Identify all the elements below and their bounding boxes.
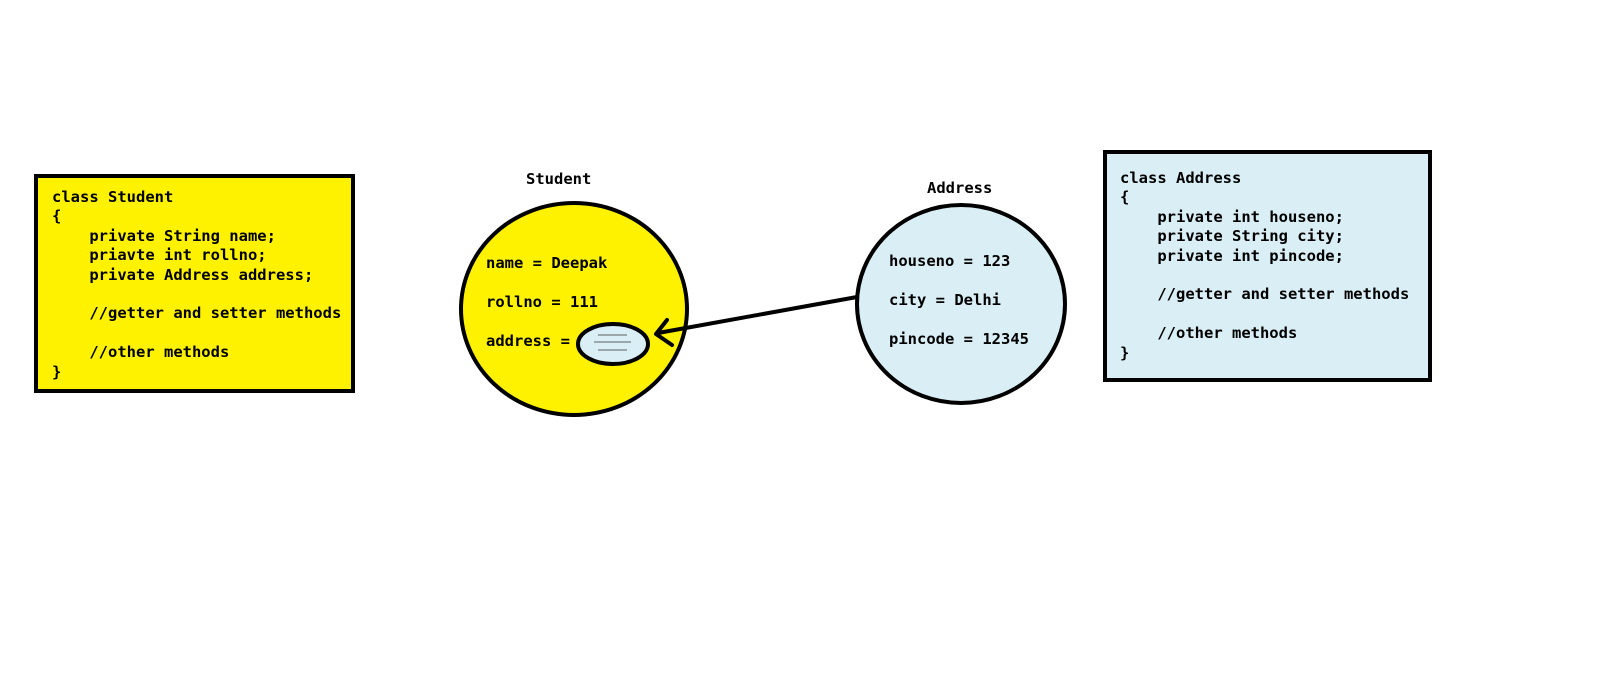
address-object-circle xyxy=(855,203,1067,405)
student-object-title: Student xyxy=(526,170,591,188)
address-field-houseno: houseno = 123 xyxy=(889,252,1010,270)
student-field-rollno: rollno = 111 xyxy=(486,293,598,311)
reference-arrow xyxy=(654,295,859,347)
address-class-line: } xyxy=(1120,343,1130,362)
address-reference-ellipse xyxy=(576,322,650,366)
student-class-line: class Student xyxy=(52,188,174,206)
address-object-title: Address xyxy=(927,179,992,197)
student-class-line: private String name; xyxy=(52,226,276,245)
student-class-line: private Address address; xyxy=(52,265,314,284)
address-class-code-box: class Address { private int houseno; pri… xyxy=(1103,150,1432,382)
student-field-name: name = Deepak xyxy=(486,254,608,272)
student-field-address: address = xyxy=(486,332,570,350)
student-class-line: { xyxy=(52,207,62,226)
address-class-line: { xyxy=(1120,188,1130,207)
student-address-reference xyxy=(576,322,650,366)
arrow-shaft xyxy=(656,295,859,335)
address-field-city: city = Delhi xyxy=(889,291,1001,309)
address-class-line: private int pincode; xyxy=(1120,246,1344,265)
address-class-line: private int houseno; xyxy=(1120,207,1344,226)
arrowhead-icon xyxy=(654,318,674,347)
student-class-line: //other methods xyxy=(52,343,230,362)
address-class-line: //other methods xyxy=(1120,324,1298,343)
address-field-pincode: pincode = 12345 xyxy=(889,330,1029,348)
student-class-line: //getter and setter methods xyxy=(52,304,342,323)
student-class-line: } xyxy=(52,362,62,381)
address-class-line: private String city; xyxy=(1120,227,1344,246)
student-class-code-box: class Student { private String name; pri… xyxy=(34,174,355,393)
address-class-line: class Address xyxy=(1120,169,1242,187)
student-class-line: priavte int rollno; xyxy=(52,246,267,265)
address-class-line: //getter and setter methods xyxy=(1120,285,1410,304)
